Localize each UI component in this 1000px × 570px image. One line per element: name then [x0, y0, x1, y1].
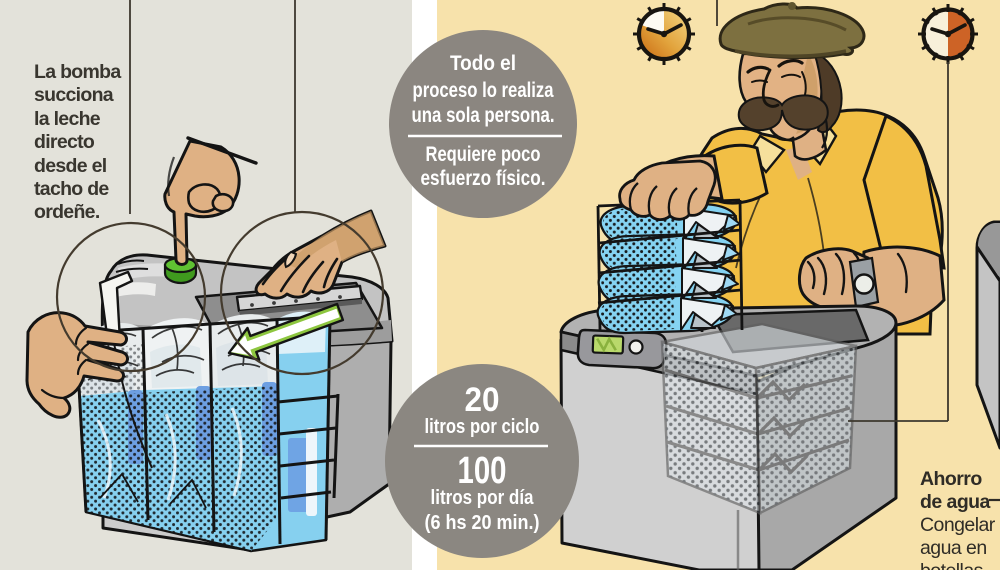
- svg-text:agua en: agua en: [920, 537, 987, 559]
- svg-text:Todo el: Todo el: [450, 52, 516, 75]
- svg-text:Requiere poco: Requiere poco: [426, 143, 541, 166]
- svg-text:tacho de: tacho de: [34, 178, 109, 200]
- svg-text:(6 hs 20 min.): (6 hs 20 min.): [425, 512, 540, 534]
- svg-text:esfuerzo físico.: esfuerzo físico.: [421, 167, 546, 190]
- svg-text:de agua: de agua: [920, 491, 991, 513]
- svg-text:20: 20: [465, 381, 500, 419]
- svg-text:succiona: succiona: [34, 84, 114, 106]
- svg-text:una sola persona.: una sola persona.: [412, 104, 555, 127]
- svg-text:100: 100: [458, 450, 507, 492]
- svg-text:botellas: botellas: [920, 560, 984, 570]
- svg-text:La bomba: La bomba: [34, 61, 121, 83]
- svg-text:directo: directo: [34, 131, 95, 153]
- svg-text:litros por ciclo: litros por ciclo: [425, 416, 540, 438]
- svg-text:desde el: desde el: [34, 155, 107, 177]
- svg-text:la leche: la leche: [34, 108, 101, 130]
- svg-text:Ahorro: Ahorro: [920, 468, 982, 490]
- svg-text:Congelar: Congelar: [920, 514, 996, 536]
- svg-text:litros por día: litros por día: [431, 487, 535, 509]
- svg-text:proceso lo realiza: proceso lo realiza: [413, 79, 554, 102]
- svg-text:ordeñe.: ordeñe.: [34, 201, 100, 223]
